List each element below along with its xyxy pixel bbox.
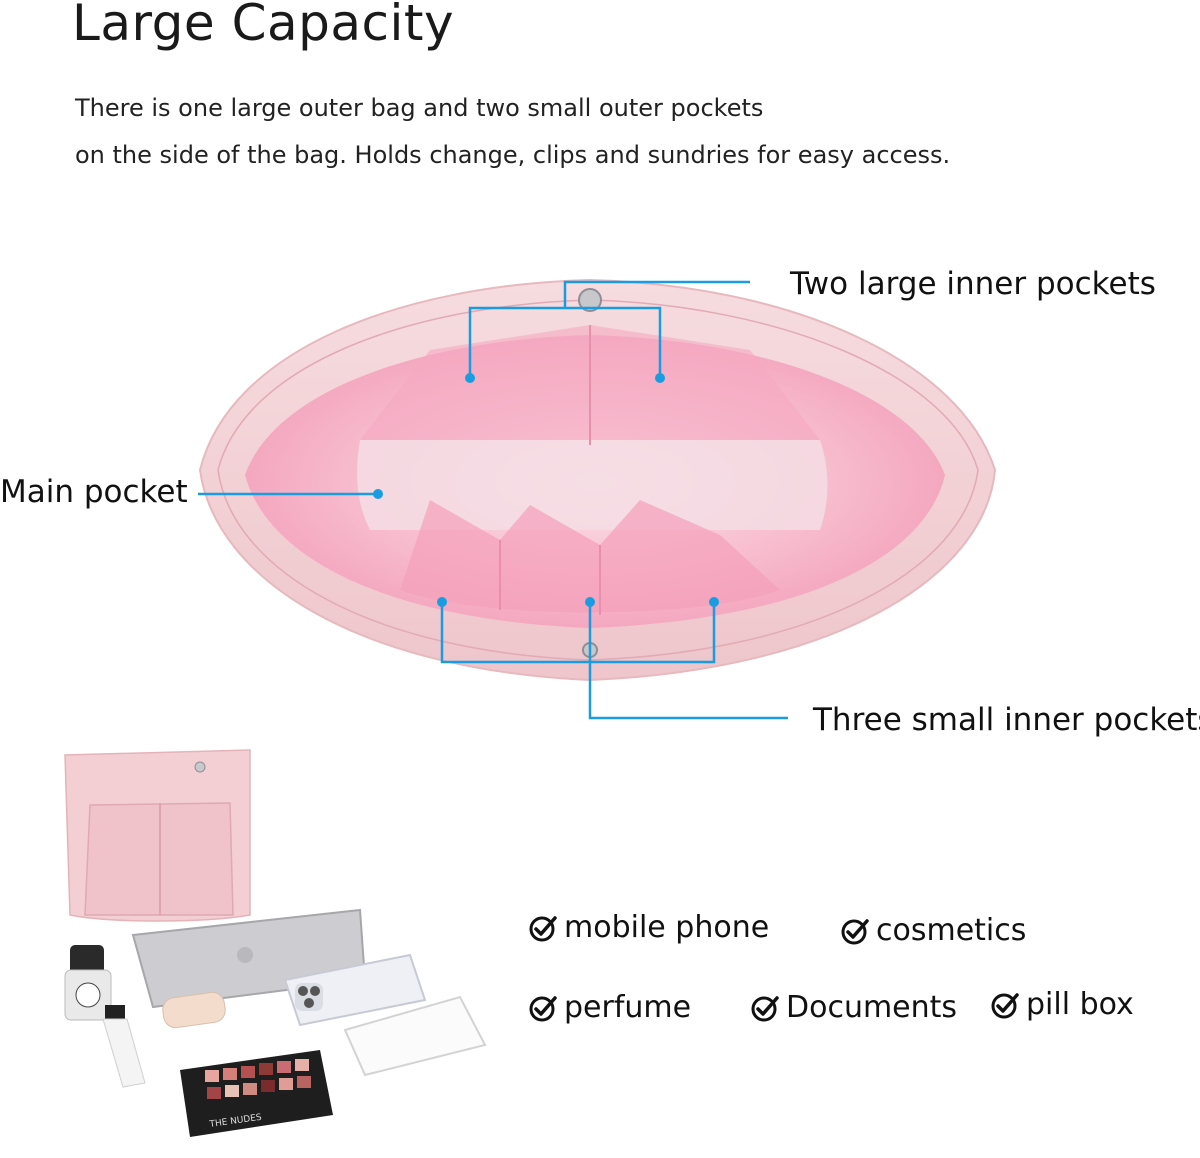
main-pocket-shape xyxy=(357,440,828,530)
callout-line-three-small xyxy=(440,602,788,720)
feature-mobile-phone: mobile phone xyxy=(528,910,769,945)
feature-label: pill box xyxy=(1026,987,1134,1022)
feature-label: perfume xyxy=(564,990,692,1025)
callout-three-small-inner-pockets: Three small inner pockets xyxy=(813,702,1200,738)
check-circle-icon xyxy=(751,995,779,1021)
feature-label: mobile phone xyxy=(564,910,770,945)
eyeshadow-palette: THE NUDES xyxy=(180,1050,333,1137)
items-illustration: THE NUDES xyxy=(64,749,487,1137)
feature-label: Documents xyxy=(786,990,958,1025)
check-circle-icon xyxy=(529,915,557,941)
description-line-2: on the side of the bag. Holds change, cl… xyxy=(75,141,951,169)
power-bank xyxy=(343,995,487,1077)
feature-documents: Documents xyxy=(750,990,957,1025)
feature-perfume: perfume xyxy=(528,990,691,1025)
cream-tube xyxy=(102,1005,146,1088)
check-circle-icon xyxy=(529,995,557,1021)
lip-balm xyxy=(162,991,226,1029)
apple-logo-icon xyxy=(237,947,253,963)
check-circle-icon xyxy=(991,992,1019,1018)
page-title: Large Capacity xyxy=(72,0,455,52)
callout-line-two-large xyxy=(468,280,750,378)
bag-top-view-illustration xyxy=(198,278,997,720)
callout-main-pocket: Main pocket xyxy=(0,474,188,510)
feature-label: cosmetics xyxy=(876,913,1027,948)
perfume-bottle xyxy=(64,945,112,1021)
description-line-1: There is one large outer bag and two sma… xyxy=(75,94,764,122)
organizer-bag xyxy=(64,749,251,922)
check-circle-icon xyxy=(841,918,869,944)
callout-two-large-inner-pockets: Two large inner pockets xyxy=(790,266,1156,302)
mobile-phone xyxy=(283,953,427,1027)
feature-pill-box: pill box xyxy=(990,987,1134,1022)
feature-cosmetics: cosmetics xyxy=(840,913,1026,948)
snap-button-top xyxy=(578,288,602,312)
